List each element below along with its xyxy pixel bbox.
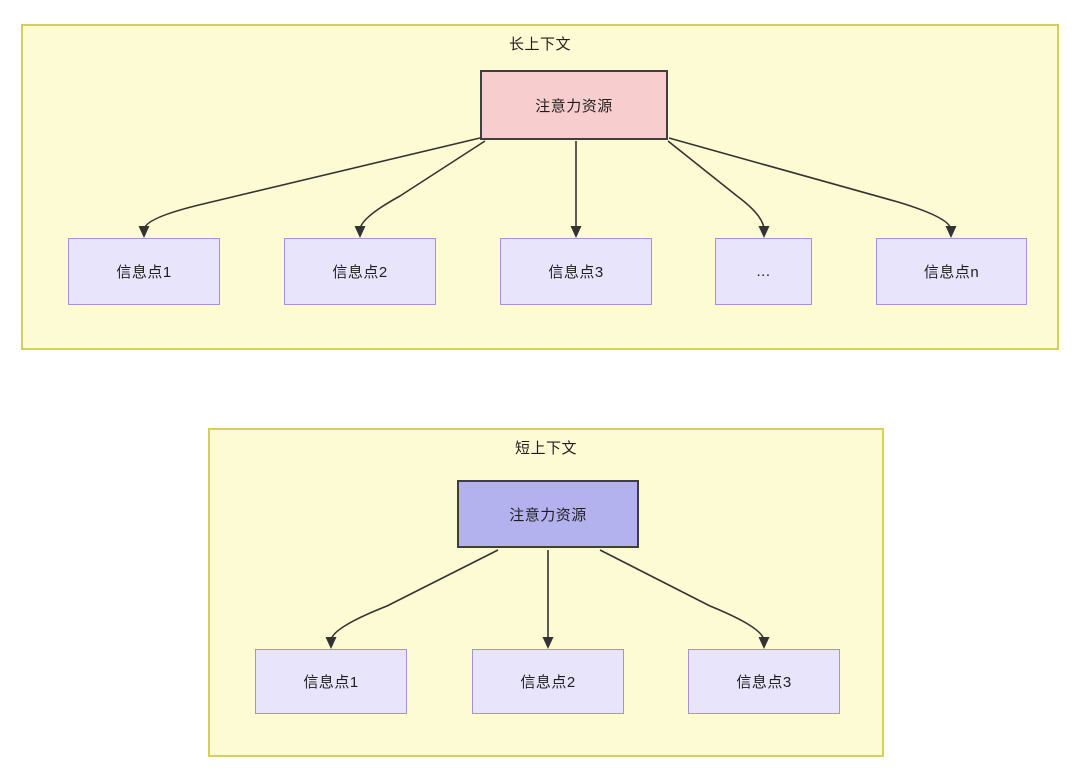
node-info-point-1-short[interactable]: 信息点1 (255, 649, 407, 714)
edge-root-to-info-2-short (542, 550, 554, 649)
panel-long-context-title: 长上下文 (508, 36, 571, 53)
node-info-point-3-long[interactable]: 信息点3 (500, 238, 652, 305)
edge-root-to-info-1-short (325, 549, 499, 649)
node-info-point-n-long[interactable]: 信息点n (876, 238, 1027, 305)
node-info-point-2-long[interactable]: 信息点2 (284, 238, 436, 305)
edge-root-to-info-2 (354, 140, 486, 238)
node-attention-resource-short[interactable]: 注意力资源 (457, 480, 639, 548)
node-info-point-1-long[interactable]: 信息点1 (68, 238, 220, 305)
node-info-point-2-short[interactable]: 信息点2 (472, 649, 624, 714)
edge-root-to-info-dots (667, 140, 770, 238)
panel-long-context: 长上下文 (21, 24, 1059, 350)
panel-short-context: 短上下文 注意力资源 信息点1 信息点2 信息点3 (208, 428, 884, 757)
node-info-point-ellipsis-long[interactable]: ... (715, 238, 812, 305)
node-attention-resource-long[interactable]: 注意力资源 (480, 70, 668, 140)
panel-short-context-title: 短上下文 (514, 440, 577, 457)
node-info-point-3-short[interactable]: 信息点3 (688, 649, 840, 714)
edge-root-to-info-1 (138, 137, 481, 238)
edge-root-to-info-3 (570, 141, 582, 238)
edge-root-to-info-n (668, 137, 957, 238)
edge-root-to-info-3-short (599, 549, 770, 649)
